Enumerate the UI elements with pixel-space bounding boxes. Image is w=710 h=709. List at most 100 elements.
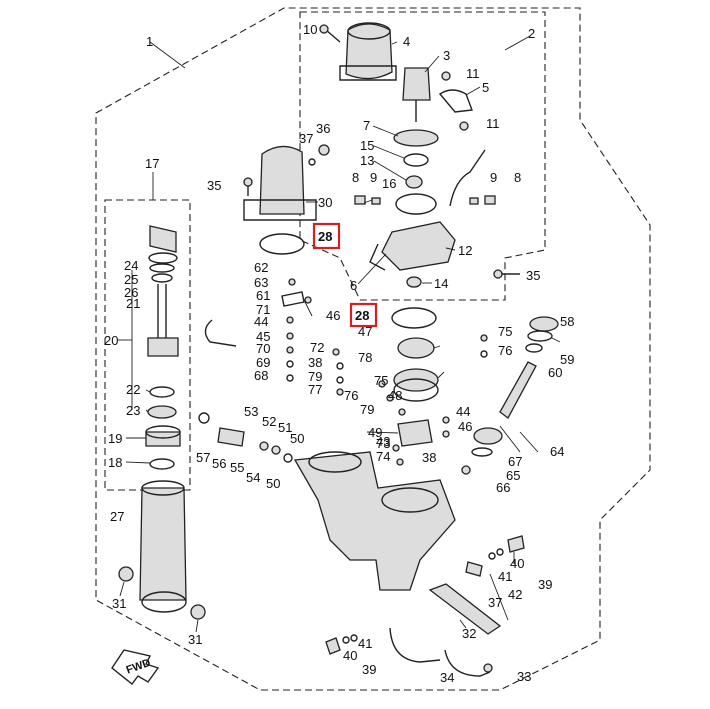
fwd-label: FWD	[125, 657, 153, 677]
callout-42: 42	[508, 587, 522, 602]
callout-44a: 44	[254, 314, 268, 329]
callout-41b: 41	[358, 636, 372, 651]
callout-14: 14	[434, 276, 448, 291]
callout-74: 74	[376, 449, 390, 464]
trim-motor	[345, 23, 393, 80]
callout-50a: 50	[290, 431, 304, 446]
callout-9a: 9	[370, 170, 377, 185]
callout-49: 49	[368, 425, 382, 440]
callout-34: 34	[440, 670, 454, 685]
callout-39a: 39	[538, 577, 552, 592]
part-shapes	[118, 22, 559, 677]
callout-11a: 11	[466, 66, 480, 81]
callout-31a: 31	[112, 596, 126, 611]
callout-47: 47	[358, 324, 372, 339]
callout-10: 10	[303, 22, 317, 37]
callout-50b: 50	[266, 476, 280, 491]
fwd-arrow: FWD	[111, 649, 160, 685]
callout-79b: 79	[360, 402, 374, 417]
callout-78: 78	[358, 350, 372, 365]
callout-16: 16	[382, 176, 396, 191]
callout-37a: 37	[299, 131, 313, 146]
callout-2: 2	[528, 26, 535, 41]
callout-21: 21	[126, 296, 140, 311]
callout-12: 12	[458, 243, 472, 258]
callout-23: 23	[126, 403, 140, 418]
callout-9b: 9	[490, 170, 497, 185]
callout-76a: 76	[498, 343, 512, 358]
callout-51: 51	[278, 420, 292, 435]
callout-30: 30	[318, 195, 332, 210]
callout-35a: 35	[207, 178, 221, 193]
callout-4: 4	[403, 34, 410, 49]
callout-8b: 8	[514, 170, 521, 185]
callout-70: 70	[256, 341, 270, 356]
callout-labels: 1 2 3 4 5 6 7 8 8 9 9 10 11 11 12 13 14 …	[104, 22, 574, 685]
callout-53: 53	[244, 404, 258, 419]
callout-76b: 76	[344, 388, 358, 403]
callout-38a: 38	[308, 355, 322, 370]
callout-28-lower: 28	[355, 308, 369, 323]
callout-18: 18	[108, 455, 122, 470]
callout-65: 65	[506, 468, 520, 483]
callout-46a: 46	[326, 308, 340, 323]
callout-8a: 8	[352, 170, 359, 185]
callout-3: 3	[443, 48, 450, 63]
callout-5: 5	[482, 80, 489, 95]
callout-79a: 79	[308, 369, 322, 384]
callout-15: 15	[360, 138, 374, 153]
callout-64: 64	[550, 444, 564, 459]
callout-43: 43	[376, 434, 390, 449]
reservoir	[259, 145, 305, 215]
callout-73: 73	[376, 436, 390, 451]
callout-57: 57	[196, 450, 210, 465]
callout-71: 71	[256, 302, 270, 317]
callout-6: 6	[350, 278, 357, 293]
fwd-arrow-icon	[111, 649, 160, 685]
callout-26: 26	[124, 285, 138, 300]
callout-38b: 38	[422, 450, 436, 465]
callout-45: 45	[256, 329, 270, 344]
callout-48: 48	[388, 388, 402, 403]
tilt-cylinder	[139, 487, 187, 601]
callout-24: 24	[124, 258, 138, 273]
callout-25: 25	[124, 272, 138, 287]
callout-32: 32	[462, 626, 476, 641]
callout-63: 63	[254, 275, 268, 290]
callout-67: 67	[508, 454, 522, 469]
highlighted-callouts: 28 28	[312, 222, 378, 328]
callout-46b: 46	[458, 419, 472, 434]
callout-36: 36	[316, 121, 330, 136]
callout-60: 60	[548, 365, 562, 380]
callout-68: 68	[254, 368, 268, 383]
callout-11b: 11	[486, 116, 500, 131]
leader-lines	[118, 41, 561, 633]
callout-59: 59	[560, 352, 574, 367]
callout-17: 17	[145, 156, 159, 171]
highlight-box-28-lower	[349, 302, 378, 328]
callout-69: 69	[256, 355, 270, 370]
callout-40a: 40	[510, 556, 524, 571]
callout-72: 72	[310, 340, 324, 355]
callout-33: 33	[517, 669, 531, 684]
callout-75a: 75	[498, 324, 512, 339]
callout-37b: 37	[488, 595, 502, 610]
callout-56: 56	[212, 456, 226, 471]
callout-52: 52	[262, 414, 276, 429]
callout-1: 1	[146, 34, 153, 49]
callout-20: 20	[104, 333, 118, 348]
callout-75b: 75	[374, 373, 388, 388]
callout-27: 27	[110, 509, 124, 524]
callout-28-upper: 28	[318, 229, 332, 244]
callout-54: 54	[246, 470, 260, 485]
callout-41a: 41	[498, 569, 512, 584]
callout-55: 55	[230, 460, 244, 475]
callout-58: 58	[560, 314, 574, 329]
callout-39b: 39	[362, 662, 376, 677]
callout-66: 66	[496, 480, 510, 495]
callout-40b: 40	[343, 648, 357, 663]
callout-22: 22	[126, 382, 140, 397]
callout-7: 7	[363, 118, 370, 133]
callout-61: 61	[256, 288, 270, 303]
